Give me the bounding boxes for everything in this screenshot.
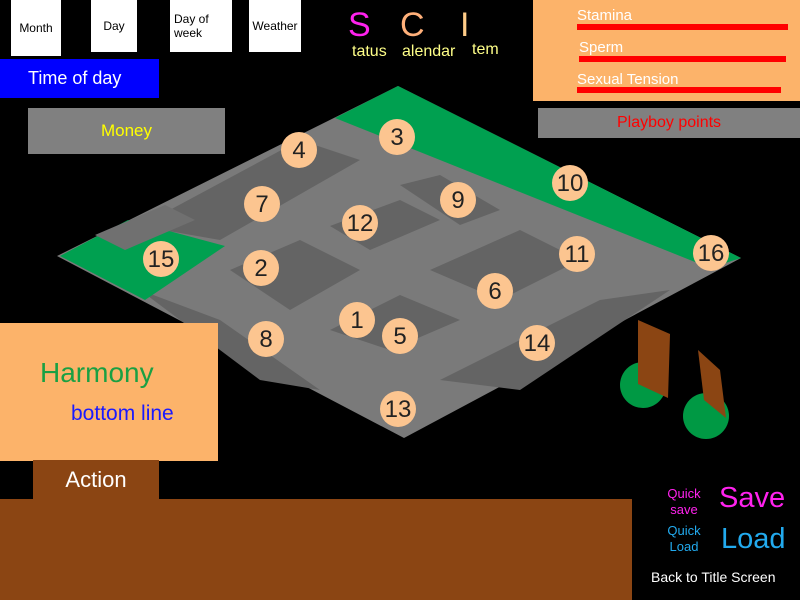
location-7-label: 7 — [255, 191, 268, 218]
location-12-label: 12 — [347, 210, 374, 237]
map-dark-block-se — [440, 290, 670, 390]
location-13[interactable]: 13 — [380, 391, 416, 427]
location-8-label: 8 — [259, 326, 272, 353]
item-menu-button[interactable]: I tem — [460, 6, 506, 62]
location-10[interactable]: 10 — [552, 165, 588, 201]
sperm-label: Sperm — [579, 39, 624, 56]
location-6[interactable]: 6 — [477, 273, 513, 309]
load-button[interactable]: Load — [721, 523, 786, 555]
action-panel — [0, 499, 632, 600]
tree-right-trunk — [698, 350, 726, 418]
weather-label: Weather — [252, 19, 298, 33]
location-9[interactable]: 9 — [440, 182, 476, 218]
action-label: Action — [65, 467, 127, 492]
time-of-day-bar: Time of day — [0, 59, 159, 98]
day-of-week-box: Day of week — [170, 0, 232, 52]
item-rest: tem — [472, 41, 499, 58]
location-3-label: 3 — [390, 124, 403, 151]
playboy-points-panel: Playboy points — [538, 108, 800, 138]
map-dark-block-sw — [140, 290, 320, 390]
location-7[interactable]: 7 — [244, 186, 280, 222]
location-15-label: 15 — [148, 246, 175, 273]
harmony-subtitle: bottom line — [71, 402, 174, 425]
location-9-label: 9 — [451, 187, 464, 214]
save-button[interactable]: Save — [719, 482, 786, 514]
location-4[interactable]: 4 — [281, 132, 317, 168]
stamina-bar — [577, 24, 788, 30]
money-panel: Money — [28, 108, 225, 154]
playboy-points-label: Playboy points — [616, 114, 722, 131]
location-16-label: 16 — [698, 240, 725, 267]
location-2-label: 2 — [254, 255, 267, 282]
map-grass-north — [335, 86, 741, 268]
quick-save-button[interactable]: Quick save — [667, 486, 701, 517]
map-dark-block-east — [430, 230, 580, 300]
sperm-bar — [579, 56, 786, 62]
stamina-label: Stamina — [577, 7, 633, 24]
location-12[interactable]: 12 — [342, 205, 378, 241]
sexual-tension-label: Sexual Tension — [577, 71, 679, 88]
location-1-label: 1 — [350, 307, 363, 334]
calendar-menu-button[interactable]: C alendar — [400, 6, 464, 62]
status-initial: S — [348, 6, 371, 44]
location-6-label: 6 — [488, 278, 501, 305]
item-initial: I — [460, 6, 470, 44]
calendar-rest: alendar — [402, 43, 456, 60]
time-of-day-label: Time of day — [28, 68, 122, 88]
tree-left-trunk — [638, 320, 670, 398]
location-16[interactable]: 16 — [693, 235, 729, 271]
location-8[interactable]: 8 — [248, 321, 284, 357]
calendar-initial: C — [400, 6, 425, 44]
harmony-panel: Harmony bottom line — [0, 323, 218, 461]
location-4-label: 4 — [292, 137, 305, 164]
location-15[interactable]: 15 — [143, 241, 179, 277]
month-box: Month — [11, 0, 61, 56]
location-14-label: 14 — [524, 330, 551, 357]
quick-load-button[interactable]: Quick Load — [667, 523, 701, 554]
day-box: Day — [91, 0, 137, 52]
location-3[interactable]: 3 — [379, 119, 415, 155]
status-menu-button[interactable]: S tatus — [348, 6, 398, 62]
day-label: Day — [103, 19, 125, 33]
map-road-west — [95, 205, 195, 250]
day-of-week-label: Day of week — [174, 12, 209, 40]
stats-panel: Stamina Sperm Sexual Tension — [533, 0, 800, 101]
status-rest: tatus — [352, 43, 387, 60]
month-label: Month — [19, 21, 53, 35]
money-label: Money — [100, 121, 153, 140]
location-13-label: 13 — [385, 396, 412, 423]
harmony-title: Harmony — [40, 357, 154, 388]
location-10-label: 10 — [557, 170, 584, 197]
location-5-label: 5 — [393, 323, 406, 350]
action-tab[interactable]: Action — [33, 460, 159, 500]
weather-box: Weather — [249, 0, 301, 52]
location-14[interactable]: 14 — [519, 325, 555, 361]
sexual-tension-bar — [577, 87, 781, 93]
location-5[interactable]: 5 — [382, 318, 418, 354]
location-2[interactable]: 2 — [243, 250, 279, 286]
location-11-label: 11 — [565, 241, 590, 268]
location-1[interactable]: 1 — [339, 302, 375, 338]
back-to-title-button[interactable]: Back to Title Screen — [651, 569, 776, 585]
location-11[interactable]: 11 — [559, 236, 595, 272]
map-grass-west — [60, 220, 225, 300]
